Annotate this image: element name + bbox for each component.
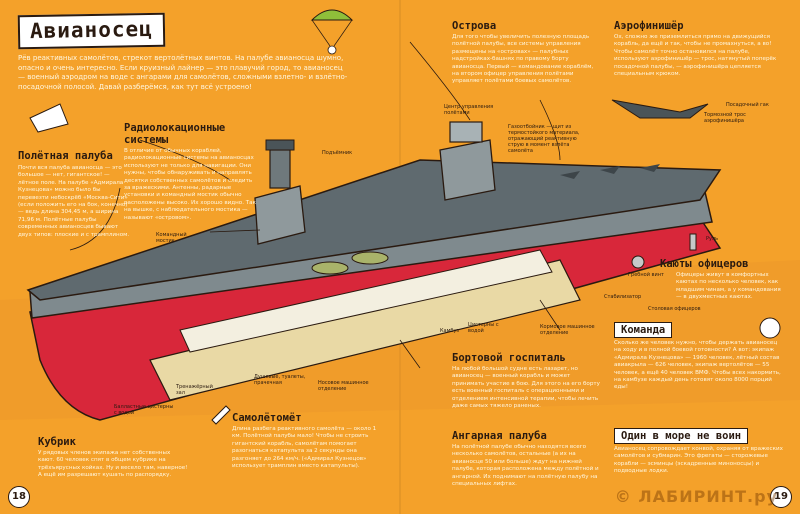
radar-mast [269, 149, 291, 189]
parachute-line-left [311, 19, 331, 47]
radar-text: В отличие от обычных кораблей, радиолока… [124, 148, 256, 221]
label-flight-control: Центр управления полётами [444, 104, 494, 116]
island-text: Для того чтобы увеличить полезную площад… [452, 34, 594, 85]
island-heading: Острова [452, 20, 497, 32]
catapult-heading: Самолётомёт [232, 412, 302, 424]
sailor-icon [759, 317, 781, 339]
label-propeller: Гребной винт [628, 272, 664, 278]
quarters-heading: Кубрик [38, 436, 76, 448]
catapult-text: Длина разбега реактивного самолёта — око… [232, 426, 377, 470]
crew-heading: Команда [614, 322, 673, 338]
page-number-right: 19 [770, 486, 792, 508]
cabins-heading: Каюты офицеров [660, 258, 749, 270]
cabins-text: Офицеры живут в комфортных каютах по нес… [676, 272, 781, 301]
arrester-text: Ох, сложно же приземлиться прямо на движ… [614, 34, 777, 78]
flight-deck [26, 159, 722, 301]
landing-jet [611, 99, 709, 119]
alone-heading: Один в море не воин [614, 428, 749, 444]
flight-control-center [449, 121, 483, 143]
radar-heading: Радиолокационные системы [124, 122, 226, 146]
wrench-icon [211, 405, 231, 425]
hangar-text: На полётной палубе обычно находятся всег… [452, 444, 599, 488]
label-hook: Посадочный гак [726, 102, 769, 108]
deck-heading: Полётная палуба [18, 150, 113, 162]
label-fuel-tanks: Кормовое машинное отделение [540, 324, 595, 336]
hangar-aircraft-2 [351, 251, 389, 265]
hangar-deck-interior [179, 249, 553, 353]
island-aft [439, 139, 496, 201]
label-officers-mess: Столовая офицеров [648, 306, 701, 312]
label-lift: Подъёмник [322, 150, 353, 156]
label-ballast: Балластные цистерны с водой [114, 404, 174, 416]
island-forward [254, 185, 306, 245]
rudder-icon [689, 233, 697, 251]
parachute-line-right [333, 19, 353, 47]
parachute-canopy [310, 9, 354, 21]
page-title: Авианосец [17, 12, 166, 50]
flight-deck-icon [29, 103, 69, 133]
alone-text: Авианосец сопровождает конвой, охраняя о… [614, 446, 783, 475]
label-command-bridge: Командный мостик [156, 232, 187, 244]
propeller-icon [631, 255, 645, 269]
hospital-heading: Бортовой госпиталь [452, 352, 566, 364]
hospital-text: На любой большой судне есть лазарет, но … [452, 366, 600, 410]
label-water-tanks: Цистерны с водой [468, 322, 499, 334]
hangar-heading: Ангарная палуба [452, 430, 547, 442]
deck-text: Почти вся палуба авианосца — это большое… [18, 165, 130, 238]
page-number-left: 18 [8, 486, 30, 508]
quarters-text: У рядовых членов экипажа нет собственных… [38, 450, 188, 479]
label-galley: Камбуз [440, 328, 460, 334]
label-rudder: Руль [706, 236, 719, 242]
label-stabilizer: Стабилизатор [604, 294, 642, 300]
hangar-aircraft-1 [311, 261, 349, 275]
intro-text: Рёв реактивных самолётов, стрекот вертол… [18, 54, 348, 91]
label-gas-shield: Газоотбойник — щит из термостойкого мате… [508, 124, 580, 154]
label-showers: Душевые, туалеты, прачечная [254, 374, 306, 386]
radar-antenna [265, 139, 295, 151]
crew-text: Сколько же человек нужно, чтобы держать … [614, 340, 781, 391]
label-arrester-cable: Тормозной трос аэрофинишёра [704, 112, 746, 124]
leader-lines [69, 41, 561, 369]
watermark: © ЛАБИРИНТ.ру [614, 487, 778, 506]
deck-aircraft [560, 164, 660, 179]
label-bow-engine: Носовое машинное отделение [318, 380, 369, 392]
label-gym: Тренажёрный зал [176, 384, 213, 396]
arrester-heading: Аэрофинишёр [614, 20, 684, 32]
parachutist [327, 45, 337, 55]
